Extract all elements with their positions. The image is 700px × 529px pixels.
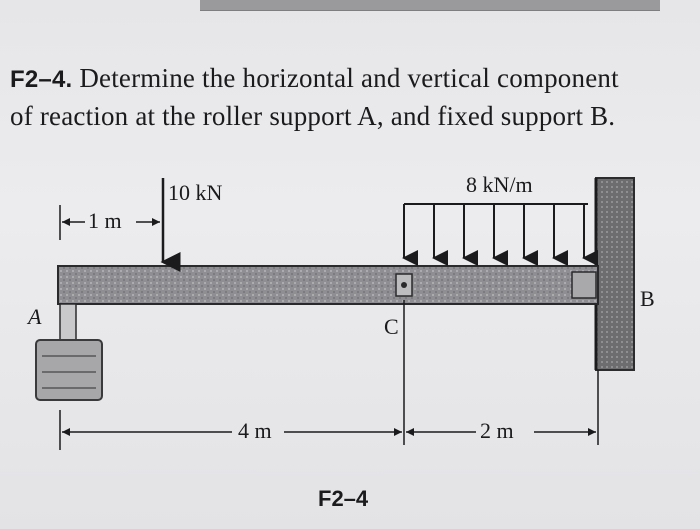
- label-10kn: 10 kN: [168, 180, 223, 205]
- problem-number: F2–4.: [10, 66, 73, 93]
- label-a: A: [28, 304, 42, 329]
- problem-text-line2: of reaction at the roller support A, and…: [10, 101, 616, 131]
- label-8knm: 8 kN/m: [466, 172, 533, 197]
- dimension-4m: [62, 428, 402, 436]
- fixed-wall-b: [594, 177, 635, 371]
- distributed-load: [402, 203, 598, 266]
- label-b: B: [640, 286, 655, 311]
- label-2m: 2 m: [480, 418, 514, 443]
- page-top-strip: [200, 0, 660, 11]
- problem-text-line1: Determine the horizontal and vertical co…: [79, 63, 619, 93]
- dimension-2m: [406, 428, 596, 436]
- problem-statement: F2–4. Determine the horizontal and verti…: [10, 60, 690, 134]
- label-1m: 1 m: [88, 208, 122, 233]
- label-c: C: [384, 314, 399, 339]
- beam: [57, 265, 599, 305]
- label-4m: 4 m: [238, 418, 272, 443]
- figure-caption: F2–4: [318, 486, 369, 511]
- roller-support-a: [35, 303, 103, 401]
- dimension-1m: [59, 205, 160, 240]
